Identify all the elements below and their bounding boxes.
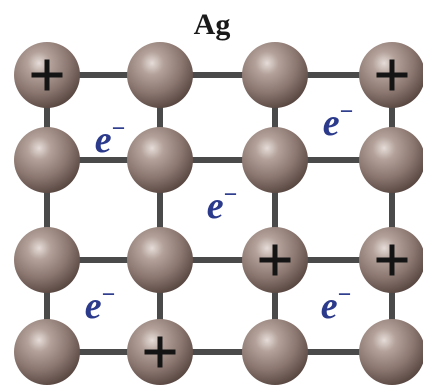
plus-charge-icon bbox=[376, 244, 408, 276]
silver-ion bbox=[127, 319, 193, 385]
atom-sphere bbox=[359, 127, 423, 193]
free-electrons: e− e− e− e− e− bbox=[85, 99, 354, 327]
plus-charge-icon bbox=[376, 59, 408, 91]
atom-sphere bbox=[14, 319, 80, 385]
silver-atom bbox=[359, 127, 423, 193]
silver-atom bbox=[242, 127, 308, 193]
plus-charge-icon bbox=[144, 336, 176, 368]
plus-charge-icon bbox=[31, 59, 63, 91]
atom-sphere bbox=[242, 319, 308, 385]
silver-atom bbox=[14, 227, 80, 293]
silver-atom bbox=[242, 42, 308, 108]
electron-label: e− bbox=[95, 116, 126, 161]
element-symbol-title: Ag bbox=[194, 8, 231, 41]
atom-sphere bbox=[127, 127, 193, 193]
lattice-bonds bbox=[44, 72, 395, 355]
silver-atom bbox=[127, 227, 193, 293]
silver-ion bbox=[242, 227, 308, 293]
atom-sphere bbox=[242, 127, 308, 193]
silver-ion bbox=[14, 42, 80, 108]
electron-label: e− bbox=[321, 282, 352, 327]
plus-charge-icon bbox=[259, 244, 291, 276]
atom-sphere bbox=[359, 319, 423, 385]
silver-ion bbox=[359, 42, 423, 108]
silver-atom bbox=[242, 319, 308, 385]
silver-ion bbox=[359, 227, 423, 293]
silver-atom bbox=[14, 127, 80, 193]
atom-sphere bbox=[127, 227, 193, 293]
silver-atom bbox=[359, 319, 423, 385]
atom-sphere bbox=[14, 227, 80, 293]
silver-atom bbox=[14, 319, 80, 385]
silver-atom bbox=[127, 42, 193, 108]
silver-atom bbox=[127, 127, 193, 193]
lattice-atoms bbox=[14, 42, 423, 385]
atom-sphere bbox=[242, 42, 308, 108]
electron-label: e− bbox=[207, 182, 238, 227]
atom-sphere bbox=[14, 127, 80, 193]
electron-label: e− bbox=[323, 99, 354, 144]
atom-sphere bbox=[127, 42, 193, 108]
electron-label: e− bbox=[85, 282, 116, 327]
